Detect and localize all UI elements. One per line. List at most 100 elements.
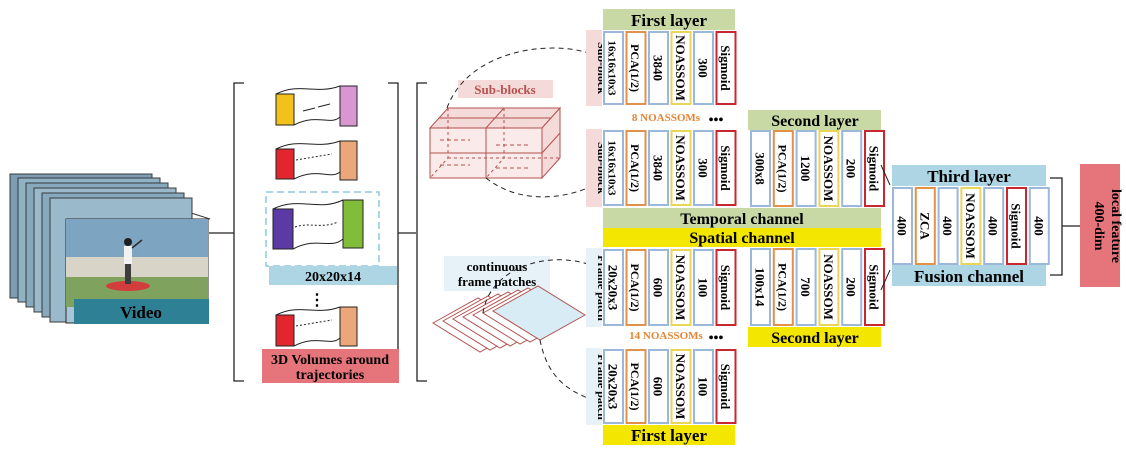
cell-pca-1-2: PCA(1/2): [625, 349, 647, 424]
cell-pca-1-2: PCA(1/2): [772, 248, 794, 326]
cell-pca-1-2-label: PCA(1/2): [628, 144, 642, 192]
cell-3840-label: 3840: [651, 155, 666, 181]
volume-size-label-box: [269, 266, 397, 285]
merge-line: [880, 164, 891, 186]
cell-100-label: 100: [696, 278, 711, 298]
cell-600-label: 600: [651, 278, 666, 298]
third-layer-title: Third layer: [927, 167, 1011, 186]
cell-3840: 3840: [648, 31, 669, 105]
cell-20x20x3: 20x20x3: [603, 249, 624, 326]
cell-zca-label: ZCA: [917, 212, 932, 240]
video-label-box: [74, 299, 209, 324]
volume-3: [272, 199, 364, 250]
sub-blocks-label-box: [458, 80, 553, 98]
cell-noassom: NOASSOM: [670, 130, 692, 206]
cell-400: 400: [983, 187, 1005, 265]
temporal-first-layer-header: [603, 9, 735, 30]
cell-600: 600: [648, 249, 669, 326]
output-feature-box: [1080, 164, 1120, 287]
spatial-second-layer-header: [748, 327, 881, 347]
cell-1200-label: 1200: [798, 156, 813, 182]
cell-pca-1-2: PCA(1/2): [625, 249, 647, 326]
fusion-channel-label: Fusion channel: [914, 267, 1024, 286]
temporal-noassom-count: 8 NOASSOMs: [632, 112, 701, 124]
cell-600: 600: [648, 349, 669, 424]
cell-400-label: 400: [895, 216, 910, 236]
cell-pca-1-2: PCA(1/2): [625, 130, 647, 206]
spatial-frame-patch-row-1: Frame patch 20x20x3PCA(1/2)600NOASSOM100…: [586, 248, 738, 327]
cell-3840-label: 3840: [651, 55, 666, 81]
cell-pca-1-2-label: PCA(1/2): [775, 263, 789, 311]
cell-noassom: NOASSOM: [670, 349, 692, 424]
cell-noassom-label: NOASSOM: [673, 255, 688, 321]
cell-200-label: 200: [844, 277, 859, 297]
cell-sigmoid-label: Sigmoid: [867, 264, 882, 310]
cell-16x16x10x3-label: 16x16x10x3: [606, 41, 618, 97]
temporal-second-layer-title: Second layer: [771, 113, 859, 130]
cell-sigmoid: Sigmoid: [1006, 187, 1027, 265]
output-feature-line2: local feature: [1108, 189, 1123, 263]
cell-100x14-label: 100x14: [753, 268, 768, 308]
temporal-channel-label: Temporal channel: [680, 211, 804, 228]
cell-noassom-label: NOASSOM: [673, 35, 688, 101]
cell-600-label: 600: [651, 377, 666, 397]
frame-patches-label-box: [444, 256, 550, 291]
fusion-channel-band: [892, 265, 1046, 286]
volume-ellipsis: ⋮: [309, 292, 325, 309]
cell-300: 300: [693, 31, 714, 105]
cell-pca-1-2-label: PCA(1/2): [628, 44, 642, 92]
cell-200: 200: [841, 248, 863, 326]
temporal-ellipsis: •••: [709, 113, 724, 128]
cell-noassom: NOASSOM: [818, 248, 840, 326]
cell-pca-1-2: PCA(1/2): [772, 130, 794, 207]
cell-400-label: 400: [940, 216, 955, 236]
temporal-second-layer-header: [748, 110, 881, 130]
cell-400-label: 400: [1031, 216, 1046, 236]
cell-pca-1-2-label: PCA(1/2): [775, 145, 789, 193]
cell-700: 700: [795, 248, 817, 326]
volume-size-label: 20x20x14: [305, 270, 361, 285]
cell-400-label: 400: [986, 216, 1001, 236]
cell-1200: 1200: [795, 130, 817, 207]
volume-caption-line2: trajectories: [296, 368, 365, 383]
sub-blocks-label: Sub-blocks: [474, 82, 535, 97]
cell-sigmoid: Sigmoid: [864, 248, 885, 326]
spatial-second-layer-row: 100x14 PCA(1/2) 700 NOASSOM 200 Sigmoid: [750, 248, 885, 326]
cell-noassom-label: NOASSOM: [821, 254, 836, 320]
spatial-ellipsis: •••: [709, 331, 724, 346]
cell-3840: 3840: [648, 130, 669, 206]
cell-sigmoid-label: Sigmoid: [718, 145, 733, 191]
cell-noassom-label: NOASSOM: [673, 354, 688, 420]
video-label: Video: [120, 303, 162, 322]
cell-sigmoid-label: Sigmoid: [718, 364, 733, 410]
volume-2: [275, 140, 358, 181]
cell-100: 100: [693, 249, 714, 326]
sub-blocks-cube: [428, 106, 562, 180]
cell-noassom: NOASSOM: [670, 249, 692, 326]
temporal-channel-band: [603, 208, 881, 228]
cell-sigmoid: Sigmoid: [715, 31, 737, 105]
volume-caption-box: [262, 349, 399, 383]
cell-sigmoid: Sigmoid: [715, 130, 737, 206]
spatial-frame-patch-row-2: Frame patch 20x20x3PCA(1/2)600NOASSOM100…: [586, 348, 738, 425]
bracket-left-close: [388, 82, 399, 382]
cell-sigmoid-label: Sigmoid: [718, 45, 733, 91]
cell-300-label: 300: [696, 158, 711, 178]
cell-sigmoid: Sigmoid: [864, 130, 885, 207]
temporal-first-layer-title: First layer: [631, 11, 707, 30]
cell-pca-1-2-label: PCA(1/2): [628, 363, 642, 411]
cell-16x16x10x3: 16x16x10x3: [603, 31, 624, 105]
cell-100-label: 100: [696, 377, 711, 397]
cell-noassom-label: NOASSOM: [821, 136, 836, 202]
spatial-second-layer-title: Second layer: [771, 330, 859, 347]
cell-pca-1-2-label: PCA(1/2): [628, 264, 642, 312]
cell-100: 100: [693, 349, 714, 424]
temporal-sub-block-row-1: Sub-block 16x16x10x3PCA(1/2)3840NOASSOM3…: [586, 30, 738, 106]
volume-caption-line1: 3D Volumes around: [271, 353, 389, 368]
cell-sigmoid-label: Sigmoid: [1009, 203, 1024, 249]
third-layer-header: [892, 165, 1046, 186]
frame-patches-stack: [432, 285, 586, 353]
